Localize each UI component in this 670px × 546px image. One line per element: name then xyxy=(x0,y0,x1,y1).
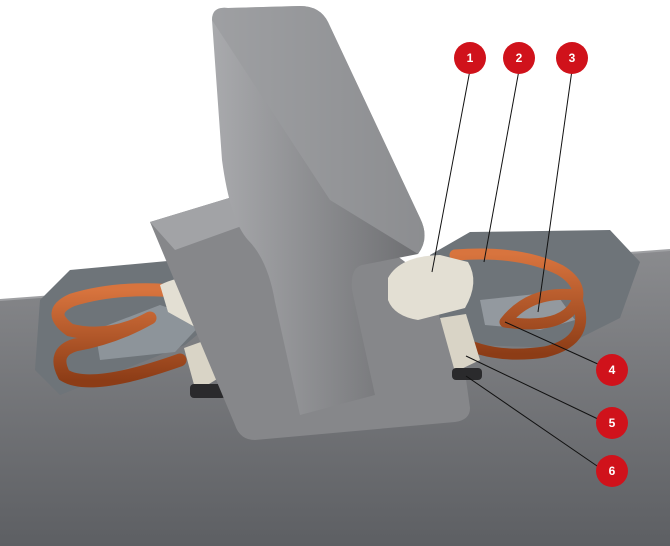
leader-3 xyxy=(537,69,573,313)
callout-4-circle xyxy=(596,354,628,386)
callout-6-label: 6 xyxy=(609,464,616,478)
callout-5: 5 xyxy=(596,407,628,439)
rail-head-top xyxy=(212,6,425,254)
callout-3: 3 xyxy=(556,42,588,74)
leader-4 xyxy=(504,321,601,366)
callout-5-circle xyxy=(596,407,628,439)
callout-3-circle xyxy=(556,42,588,74)
callout-2: 2 xyxy=(503,42,535,74)
callout-4: 4 xyxy=(596,354,628,386)
leader-lines xyxy=(431,69,601,469)
leader-5 xyxy=(465,355,601,421)
left-pad xyxy=(190,384,226,398)
callout-1-circle xyxy=(454,42,486,74)
callout-2-label: 2 xyxy=(516,51,523,65)
right-clip xyxy=(449,248,587,360)
callout-4-label: 4 xyxy=(609,363,616,377)
callout-5-label: 5 xyxy=(609,416,616,430)
callout-3-label: 3 xyxy=(569,51,576,65)
callout-2-circle xyxy=(503,42,535,74)
leader-1 xyxy=(431,69,471,273)
callout-1: 1 xyxy=(454,42,486,74)
rail-body xyxy=(212,6,425,415)
leader-2 xyxy=(483,69,520,263)
left-shoulder-highlight xyxy=(95,305,205,360)
right-pad xyxy=(452,368,482,380)
left-clip xyxy=(51,283,192,388)
leader-6 xyxy=(465,375,601,469)
right-insulator xyxy=(388,255,474,320)
callout-6: 6 xyxy=(596,455,628,487)
callout-6-circle xyxy=(596,455,628,487)
callout-1-label: 1 xyxy=(467,51,474,65)
